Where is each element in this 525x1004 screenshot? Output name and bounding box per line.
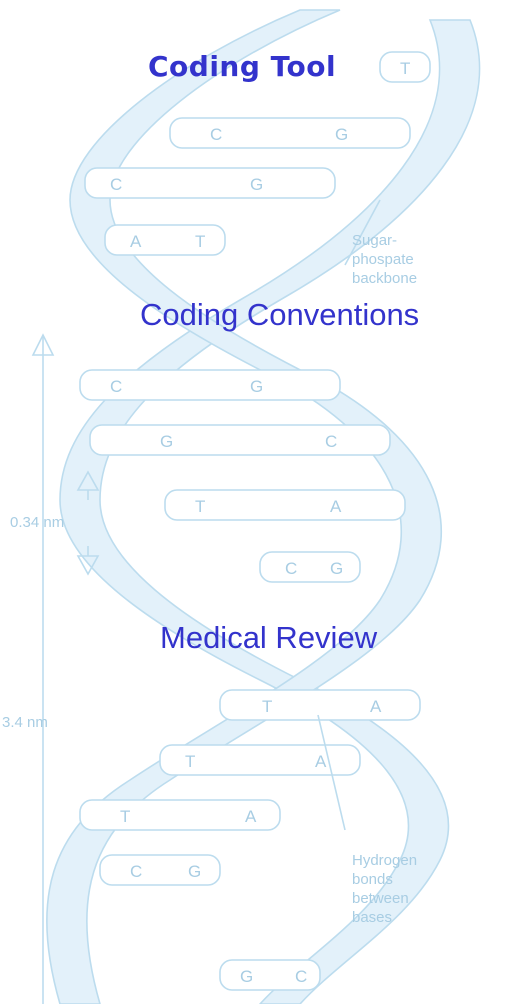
svg-text:C: C (325, 432, 337, 451)
svg-text:G: G (330, 559, 343, 578)
hbond-label: Hydrogen (352, 852, 417, 869)
svg-text:C: C (110, 175, 122, 194)
svg-text:T: T (400, 59, 410, 78)
svg-text:A: A (370, 697, 382, 716)
svg-text:G: G (160, 432, 173, 451)
base-letters: T C G C G A T C G G C T A C G T A T A T A C G G C (110, 59, 410, 986)
helix-labels: Sugar- phospate backbone 0.34 nm 3.4 nm … (2, 232, 417, 926)
svg-text:G: G (188, 862, 201, 881)
coding-tool-link[interactable]: Coding Tool (148, 50, 337, 83)
svg-text:A: A (315, 752, 327, 771)
svg-text:bases: bases (352, 909, 392, 926)
svg-text:T: T (195, 497, 205, 516)
svg-text:between: between (352, 890, 409, 907)
svg-text:C: C (210, 125, 222, 144)
svg-text:bonds: bonds (352, 871, 393, 888)
svg-text:C: C (295, 967, 307, 986)
measurement-markers (31, 199, 381, 1004)
svg-text:C: C (110, 377, 122, 396)
pitch-label: 3.4 nm (2, 714, 48, 731)
svg-text:C: C (130, 862, 142, 881)
svg-text:A: A (245, 807, 257, 826)
rise-label: 0.34 nm (10, 514, 64, 531)
svg-text:G: G (335, 125, 348, 144)
coding-conventions-link[interactable]: Coding Conventions (140, 297, 420, 332)
svg-text:A: A (330, 497, 342, 516)
backbone-label: Sugar- (352, 232, 397, 249)
svg-text:T: T (262, 697, 272, 716)
svg-text:G: G (240, 967, 253, 986)
svg-text:T: T (120, 807, 130, 826)
svg-text:T: T (185, 752, 195, 771)
svg-text:phospate: phospate (352, 251, 414, 268)
svg-text:C: C (285, 559, 297, 578)
base-pair-rungs (79, 51, 431, 991)
svg-text:G: G (250, 175, 263, 194)
medical-review-link[interactable]: Medical Review (160, 620, 378, 655)
svg-text:T: T (195, 232, 205, 251)
svg-text:backbone: backbone (352, 270, 417, 287)
svg-text:G: G (250, 377, 263, 396)
svg-text:A: A (130, 232, 142, 251)
